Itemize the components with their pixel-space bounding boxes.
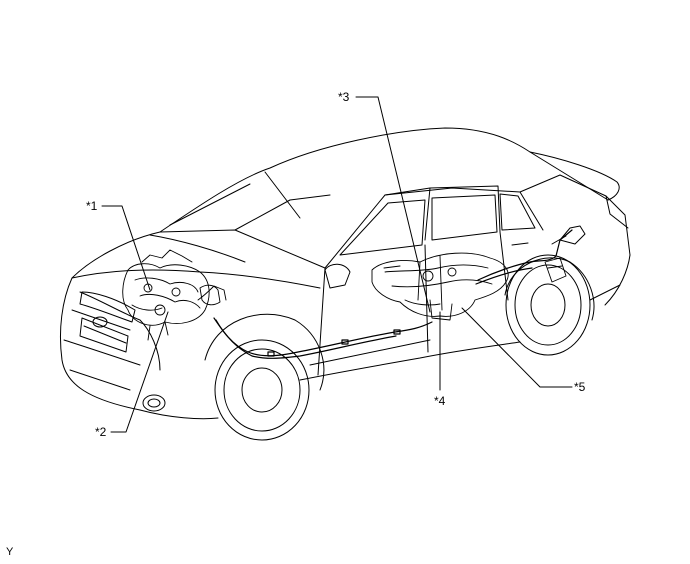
- callout-label-3: *3: [338, 90, 350, 104]
- leader-3: [356, 97, 430, 312]
- rear-wheel: [505, 255, 594, 355]
- car-body: [60, 128, 630, 419]
- leader-5: [462, 308, 572, 387]
- leader-1: [102, 206, 150, 290]
- callout-leaders: [102, 97, 572, 432]
- leader-2: [111, 312, 168, 432]
- fuel-line: [214, 230, 572, 358]
- fuel-filler-neck: [552, 226, 585, 244]
- front-wheel: [205, 314, 324, 440]
- callout-label-4: *4: [434, 394, 446, 408]
- footer-mark: Y: [6, 546, 14, 558]
- callout-label-5: *5: [574, 380, 586, 394]
- callout-label-1: *1: [86, 199, 98, 213]
- engine-assembly: [123, 250, 226, 340]
- callout-label-2: *2: [95, 425, 107, 439]
- fuel-tank: [372, 253, 566, 320]
